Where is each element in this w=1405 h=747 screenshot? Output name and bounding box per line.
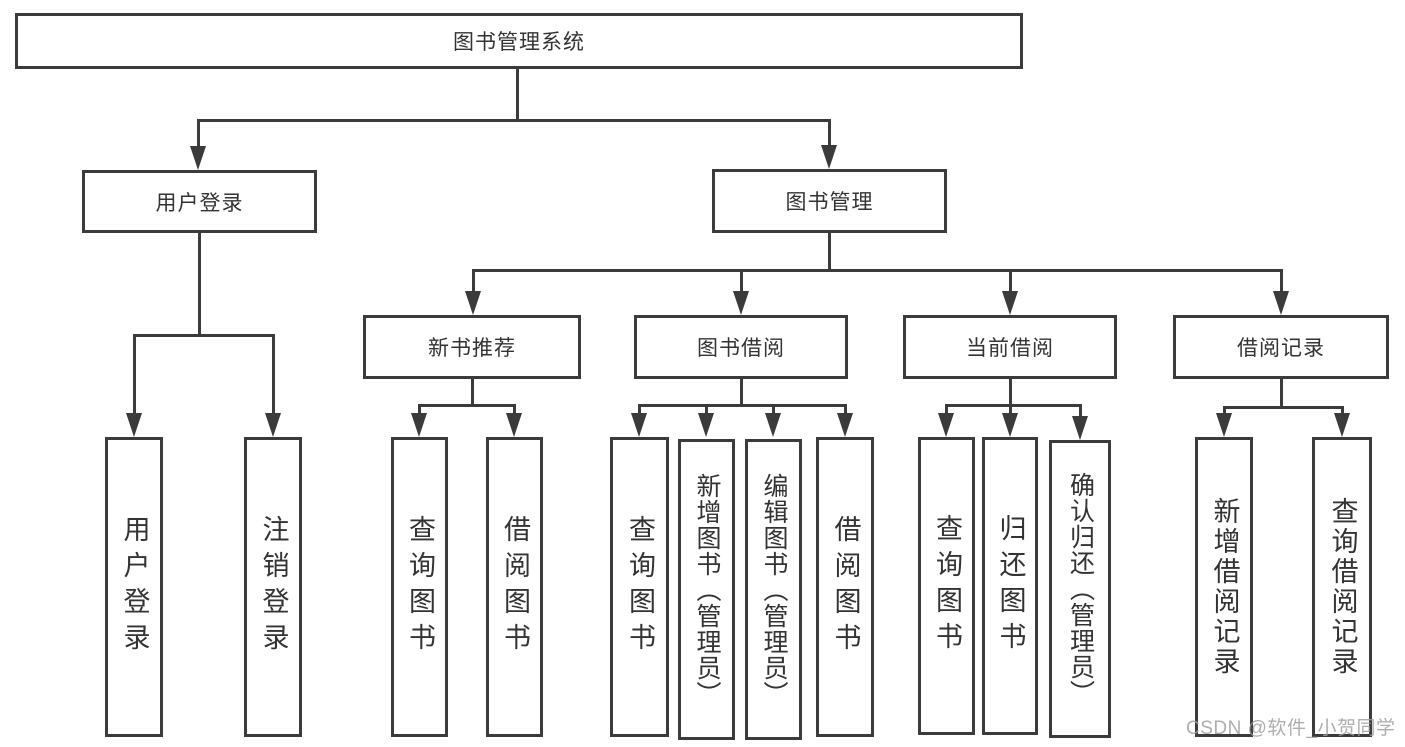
connector-book-borrow-stem <box>740 379 743 406</box>
arrowhead-down-icon <box>411 413 427 437</box>
node-borrow-records-label: 借阅记录 <box>1237 337 1325 360</box>
connector-root-branch <box>197 119 831 122</box>
leaf-logout-label: 注销登录 <box>258 515 289 659</box>
connector-drop <box>513 404 516 414</box>
node-book-management-label: 图书管理 <box>785 191 874 214</box>
arrowhead-down-icon <box>631 413 647 437</box>
connector-new-book-stem <box>471 379 474 406</box>
arrowhead-down-icon <box>190 146 206 170</box>
leaf-query-books-1: 查询图书 <box>391 437 448 737</box>
connector-book-management-branch <box>472 269 1283 272</box>
leaf-return-books-label: 归还图书 <box>995 514 1026 658</box>
connector-drop-borrow-records <box>1280 269 1283 291</box>
connector-drop <box>945 404 948 414</box>
connector-root-stem <box>516 69 519 121</box>
connector-borrow-records-stem <box>1280 379 1283 408</box>
node-new-book-recommend-label: 新书推荐 <box>428 337 516 360</box>
connector-drop <box>844 404 847 414</box>
arrowhead-down-icon <box>733 291 749 315</box>
arrowhead-down-icon <box>506 413 522 437</box>
node-user-login: 用户登录 <box>82 170 317 233</box>
node-borrow-records: 借阅记录 <box>1173 315 1389 379</box>
leaf-borrow-books-2-label: 借阅图书 <box>830 515 861 659</box>
arrowhead-down-icon <box>1216 413 1232 437</box>
arrowhead-down-icon <box>1002 291 1018 315</box>
arrowhead-down-icon <box>1072 416 1088 440</box>
leaf-borrow-books-1: 借阅图书 <box>486 437 543 737</box>
connector-drop-logout-leaf <box>272 334 275 413</box>
arrowhead-down-icon <box>837 413 853 437</box>
arrowhead-down-icon <box>1273 291 1289 315</box>
connector-book-management-stem <box>828 233 831 272</box>
leaf-query-books-1-label: 查询图书 <box>405 515 435 659</box>
leaf-logout: 注销登录 <box>244 437 302 737</box>
connector-drop <box>1009 404 1012 414</box>
connector-current-borrow-branch <box>945 404 1081 407</box>
arrowhead-down-icon <box>765 413 781 437</box>
leaf-query-books-2: 查询图书 <box>610 437 669 737</box>
node-user-login-label: 用户登录 <box>155 191 244 215</box>
node-book-borrow: 图书借阅 <box>634 315 848 379</box>
connector-drop <box>1079 404 1082 416</box>
connector-drop <box>418 404 421 414</box>
leaf-add-borrow-record-label: 新增借阅记录 <box>1209 497 1240 677</box>
arrowhead-down-icon <box>465 291 481 315</box>
node-root: 图书管理系统 <box>15 13 1023 69</box>
connector-drop <box>772 404 775 414</box>
leaf-edit-books-admin-label: 编辑图书（管理员） <box>760 472 788 707</box>
leaf-add-books-admin: 新增图书（管理员） <box>678 439 735 740</box>
leaf-confirm-return-admin-label: 确认归还（管理员） <box>1066 472 1095 706</box>
leaf-add-borrow-record: 新增借阅记录 <box>1195 437 1253 737</box>
leaf-query-borrow-record-label: 查询借阅记录 <box>1327 497 1358 677</box>
arrowhead-down-icon <box>1334 413 1350 437</box>
connector-current-borrow-stem <box>1009 379 1012 406</box>
arrowhead-down-icon <box>1002 413 1018 437</box>
connector-user-login-branch <box>133 334 275 337</box>
connector-drop-new-book <box>472 269 475 291</box>
csdn-watermark: CSDN @软件_小贺同学 <box>1186 718 1396 739</box>
connector-user-login-stem <box>198 233 201 337</box>
connector-drop <box>638 404 641 414</box>
connector-drop <box>1341 406 1344 414</box>
leaf-edit-books-admin: 编辑图书（管理员） <box>745 439 802 740</box>
leaf-borrow-books-2: 借阅图书 <box>816 437 874 737</box>
arrowhead-down-icon <box>265 413 281 437</box>
node-current-borrow: 当前借阅 <box>903 315 1117 379</box>
arrowhead-down-icon <box>126 413 142 437</box>
connector-drop-book-borrow <box>740 269 743 291</box>
arrowhead-down-icon <box>698 413 714 437</box>
connector-drop-current-borrow <box>1009 269 1012 291</box>
node-current-borrow-label: 当前借阅 <box>966 337 1054 360</box>
node-book-borrow-label: 图书借阅 <box>697 337 785 360</box>
node-new-book-recommend: 新书推荐 <box>363 315 581 379</box>
connector-drop <box>1223 406 1226 414</box>
leaf-user-login: 用户登录 <box>105 437 163 737</box>
leaf-query-books-3-label: 查询图书 <box>932 514 962 658</box>
connector-drop <box>705 404 708 414</box>
connector-new-book-branch <box>418 404 516 407</box>
leaf-confirm-return-admin: 确认归还（管理员） <box>1049 440 1111 738</box>
leaf-return-books: 归还图书 <box>982 437 1038 735</box>
node-root-label: 图书管理系统 <box>453 31 585 54</box>
leaf-query-borrow-record: 查询借阅记录 <box>1312 437 1372 737</box>
connector-book-borrow-branch <box>638 404 847 407</box>
connector-drop-book-management <box>828 119 831 147</box>
leaf-user-login-label: 用户登录 <box>119 515 150 659</box>
arrowhead-down-icon <box>821 145 837 169</box>
node-book-management: 图书管理 <box>712 169 947 233</box>
arrowhead-down-icon <box>938 413 954 437</box>
connector-drop-login-leaf <box>133 334 136 413</box>
leaf-add-books-admin-label: 新增图书（管理员） <box>693 472 721 707</box>
leaf-borrow-books-1-label: 借阅图书 <box>500 515 530 659</box>
leaf-query-books-3: 查询图书 <box>918 437 975 735</box>
connector-borrow-records-branch <box>1223 406 1344 409</box>
connector-drop-user-login <box>197 119 200 148</box>
leaf-query-books-2-label: 查询图书 <box>625 515 655 659</box>
